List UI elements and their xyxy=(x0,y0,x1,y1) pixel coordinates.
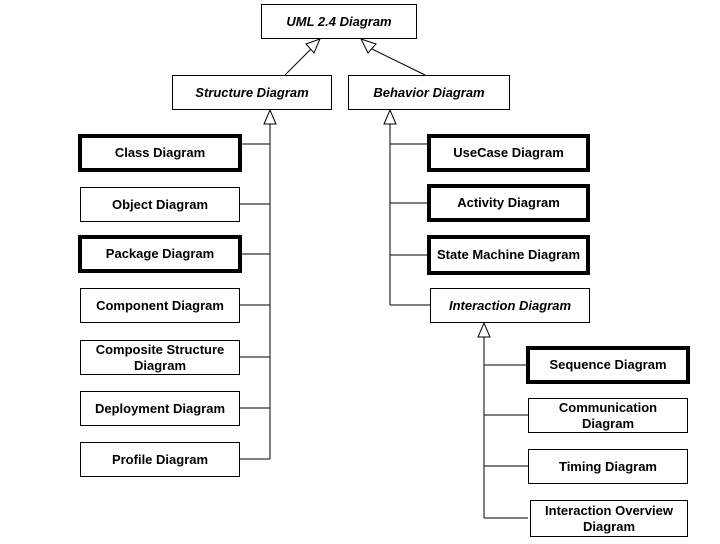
behavior-to-root-line xyxy=(369,47,426,76)
composite-structure-diagram-label: Composite Structure Diagram xyxy=(95,341,225,373)
sequence-diagram-box: Sequence Diagram xyxy=(526,346,690,384)
state-machine-diagram-label: State Machine Diagram xyxy=(436,247,581,262)
interaction-overview-diagram-box: Interaction Overview Diagram xyxy=(530,500,688,537)
object-diagram-label: Object Diagram xyxy=(111,196,209,212)
behavior-generalization-arrow xyxy=(360,38,377,54)
interaction-diagram-label: Interaction Diagram xyxy=(448,297,572,313)
timing-diagram-label: Timing Diagram xyxy=(558,458,657,474)
activity-diagram-box: Activity Diagram xyxy=(427,184,590,222)
communication-diagram-box: Communication Diagram xyxy=(528,398,688,433)
usecase-diagram-label: UseCase Diagram xyxy=(453,145,564,160)
component-diagram-box: Component Diagram xyxy=(80,288,240,323)
package-diagram-label: Package Diagram xyxy=(105,246,215,261)
deployment-diagram-box: Deployment Diagram xyxy=(80,391,240,426)
class-diagram-label: Class Diagram xyxy=(114,145,206,160)
structure-to-root-line xyxy=(284,47,313,76)
class-diagram-box: Class Diagram xyxy=(78,134,242,172)
state-machine-diagram-box: State Machine Diagram xyxy=(427,235,590,275)
interaction-diagram-box: Interaction Diagram xyxy=(430,288,590,323)
communication-diagram-label: Communication Diagram xyxy=(558,399,658,431)
behavior-label: Behavior Diagram xyxy=(373,84,485,100)
interaction-overview-diagram-label: Interaction Overview Diagram xyxy=(545,502,673,534)
behavior-children-arrow xyxy=(383,108,397,125)
component-diagram-label: Component Diagram xyxy=(96,297,224,313)
activity-diagram-label: Activity Diagram xyxy=(457,195,560,210)
profile-diagram-label: Profile Diagram xyxy=(111,451,209,467)
interaction-children-arrow xyxy=(477,321,491,338)
profile-diagram-box: Profile Diagram xyxy=(80,442,240,477)
structure-generalization-arrow xyxy=(305,38,321,54)
root-label: UML 2.4 Diagram xyxy=(286,13,392,29)
behavior-diagram-box: Behavior Diagram xyxy=(348,75,510,110)
package-diagram-box: Package Diagram xyxy=(78,235,242,273)
sequence-diagram-label: Sequence Diagram xyxy=(549,357,667,372)
composite-structure-diagram-box: Composite Structure Diagram xyxy=(80,340,240,375)
structure-label: Structure Diagram xyxy=(195,84,309,100)
structure-diagram-box: Structure Diagram xyxy=(172,75,332,110)
root-uml-diagram-box: UML 2.4 Diagram xyxy=(261,4,417,39)
object-diagram-box: Object Diagram xyxy=(80,187,240,222)
usecase-diagram-box: UseCase Diagram xyxy=(427,134,590,172)
deployment-diagram-label: Deployment Diagram xyxy=(94,400,226,416)
structure-children-arrow xyxy=(263,108,277,125)
timing-diagram-box: Timing Diagram xyxy=(528,449,688,484)
